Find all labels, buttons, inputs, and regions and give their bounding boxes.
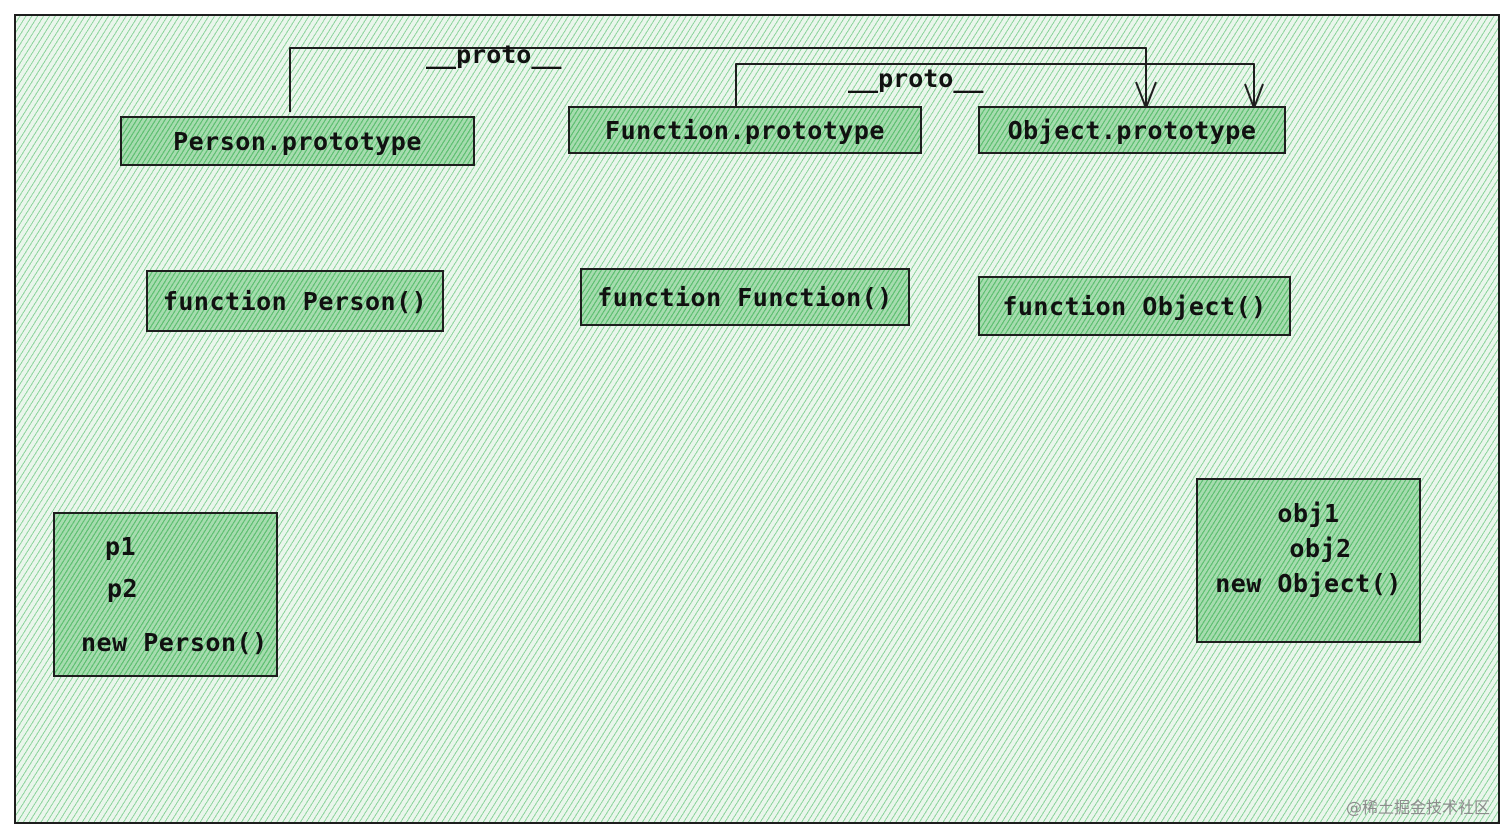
node-function-object: function Object() [978,276,1291,336]
node-function-function: function Function() [580,268,910,326]
edge-label-proto-function: __proto__ [848,64,984,93]
instance-new-person: new Person() [81,628,268,657]
watermark: @稀土掘金技术社区 [1345,798,1490,817]
instance-new-object: new Object() [1215,569,1402,598]
instance-p2: p2 [107,574,139,603]
node-function-person: function Person() [146,270,444,332]
edge-label-proto-person: __proto__ [426,40,562,69]
instance-obj2: obj2 [1289,534,1352,563]
node-person-instances: p1 p2 new Person() [53,512,278,677]
instance-obj1: obj1 [1277,499,1340,528]
node-person-prototype: Person.prototype [120,116,475,166]
node-person-prototype-label: Person.prototype [173,126,422,156]
node-object-prototype: Object.prototype [978,106,1286,154]
node-function-object-label: function Object() [1002,291,1267,321]
instance-p1: p1 [105,532,137,561]
node-function-prototype: Function.prototype [568,106,922,154]
node-object-instances: obj1 obj2 new Object() [1196,478,1421,643]
node-function-function-label: function Function() [597,282,893,312]
node-function-person-label: function Person() [162,286,428,316]
node-function-prototype-label: Function.prototype [605,115,885,145]
node-object-prototype-label: Object.prototype [1007,115,1257,145]
